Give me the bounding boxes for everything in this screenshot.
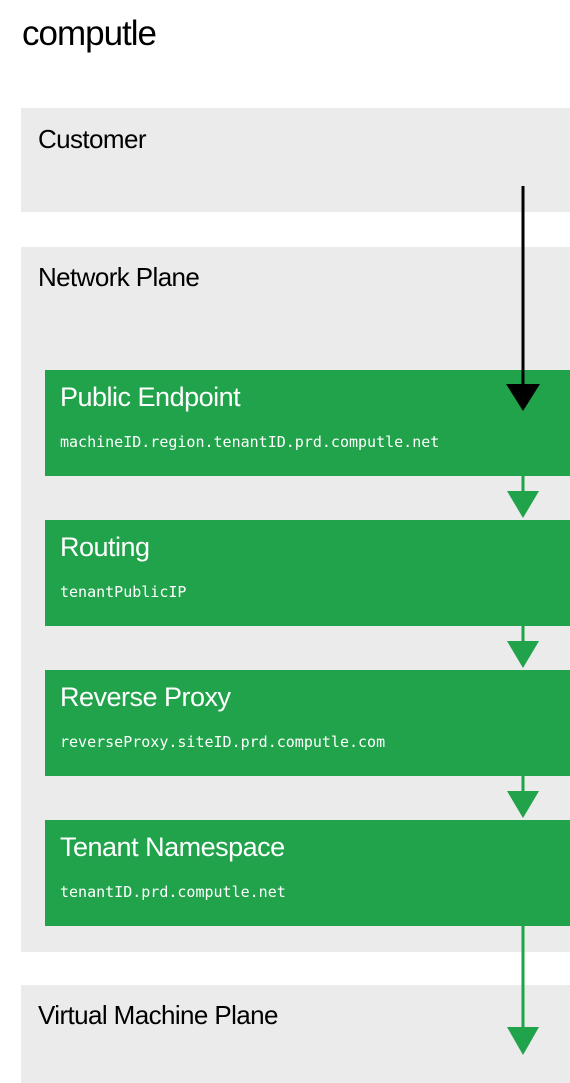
virtual-machine-plane: Virtual Machine Plane bbox=[21, 985, 570, 1083]
routing-title: Routing bbox=[60, 532, 150, 562]
customer-plane: Customer bbox=[21, 108, 570, 212]
tenant-namespace-address: tenantID.prd.computle.net bbox=[60, 883, 286, 901]
customer-plane-title: Customer bbox=[38, 124, 147, 154]
public-endpoint-title: Public Endpoint bbox=[60, 382, 241, 412]
routing-step: Routing tenantPublicIP bbox=[45, 520, 570, 626]
computle-logo: computle bbox=[22, 14, 157, 53]
network-plane-title: Network Plane bbox=[38, 262, 200, 292]
reverse-proxy-title: Reverse Proxy bbox=[60, 682, 231, 712]
tenant-namespace-title: Tenant Namespace bbox=[60, 832, 285, 862]
virtual-machine-plane-title: Virtual Machine Plane bbox=[38, 1000, 278, 1030]
reverse-proxy-address: reverseProxy.siteID.prd.computle.com bbox=[60, 733, 386, 751]
public-endpoint-address: machineID.region.tenantID.prd.computle.n… bbox=[60, 433, 440, 451]
routing-address: tenantPublicIP bbox=[60, 583, 187, 601]
public-endpoint-step: Public Endpoint machineID.region.tenantI… bbox=[45, 370, 570, 476]
tenant-namespace-step: Tenant Namespace tenantID.prd.computle.n… bbox=[45, 820, 570, 926]
reverse-proxy-step: Reverse Proxy reverseProxy.siteID.prd.co… bbox=[45, 670, 570, 776]
